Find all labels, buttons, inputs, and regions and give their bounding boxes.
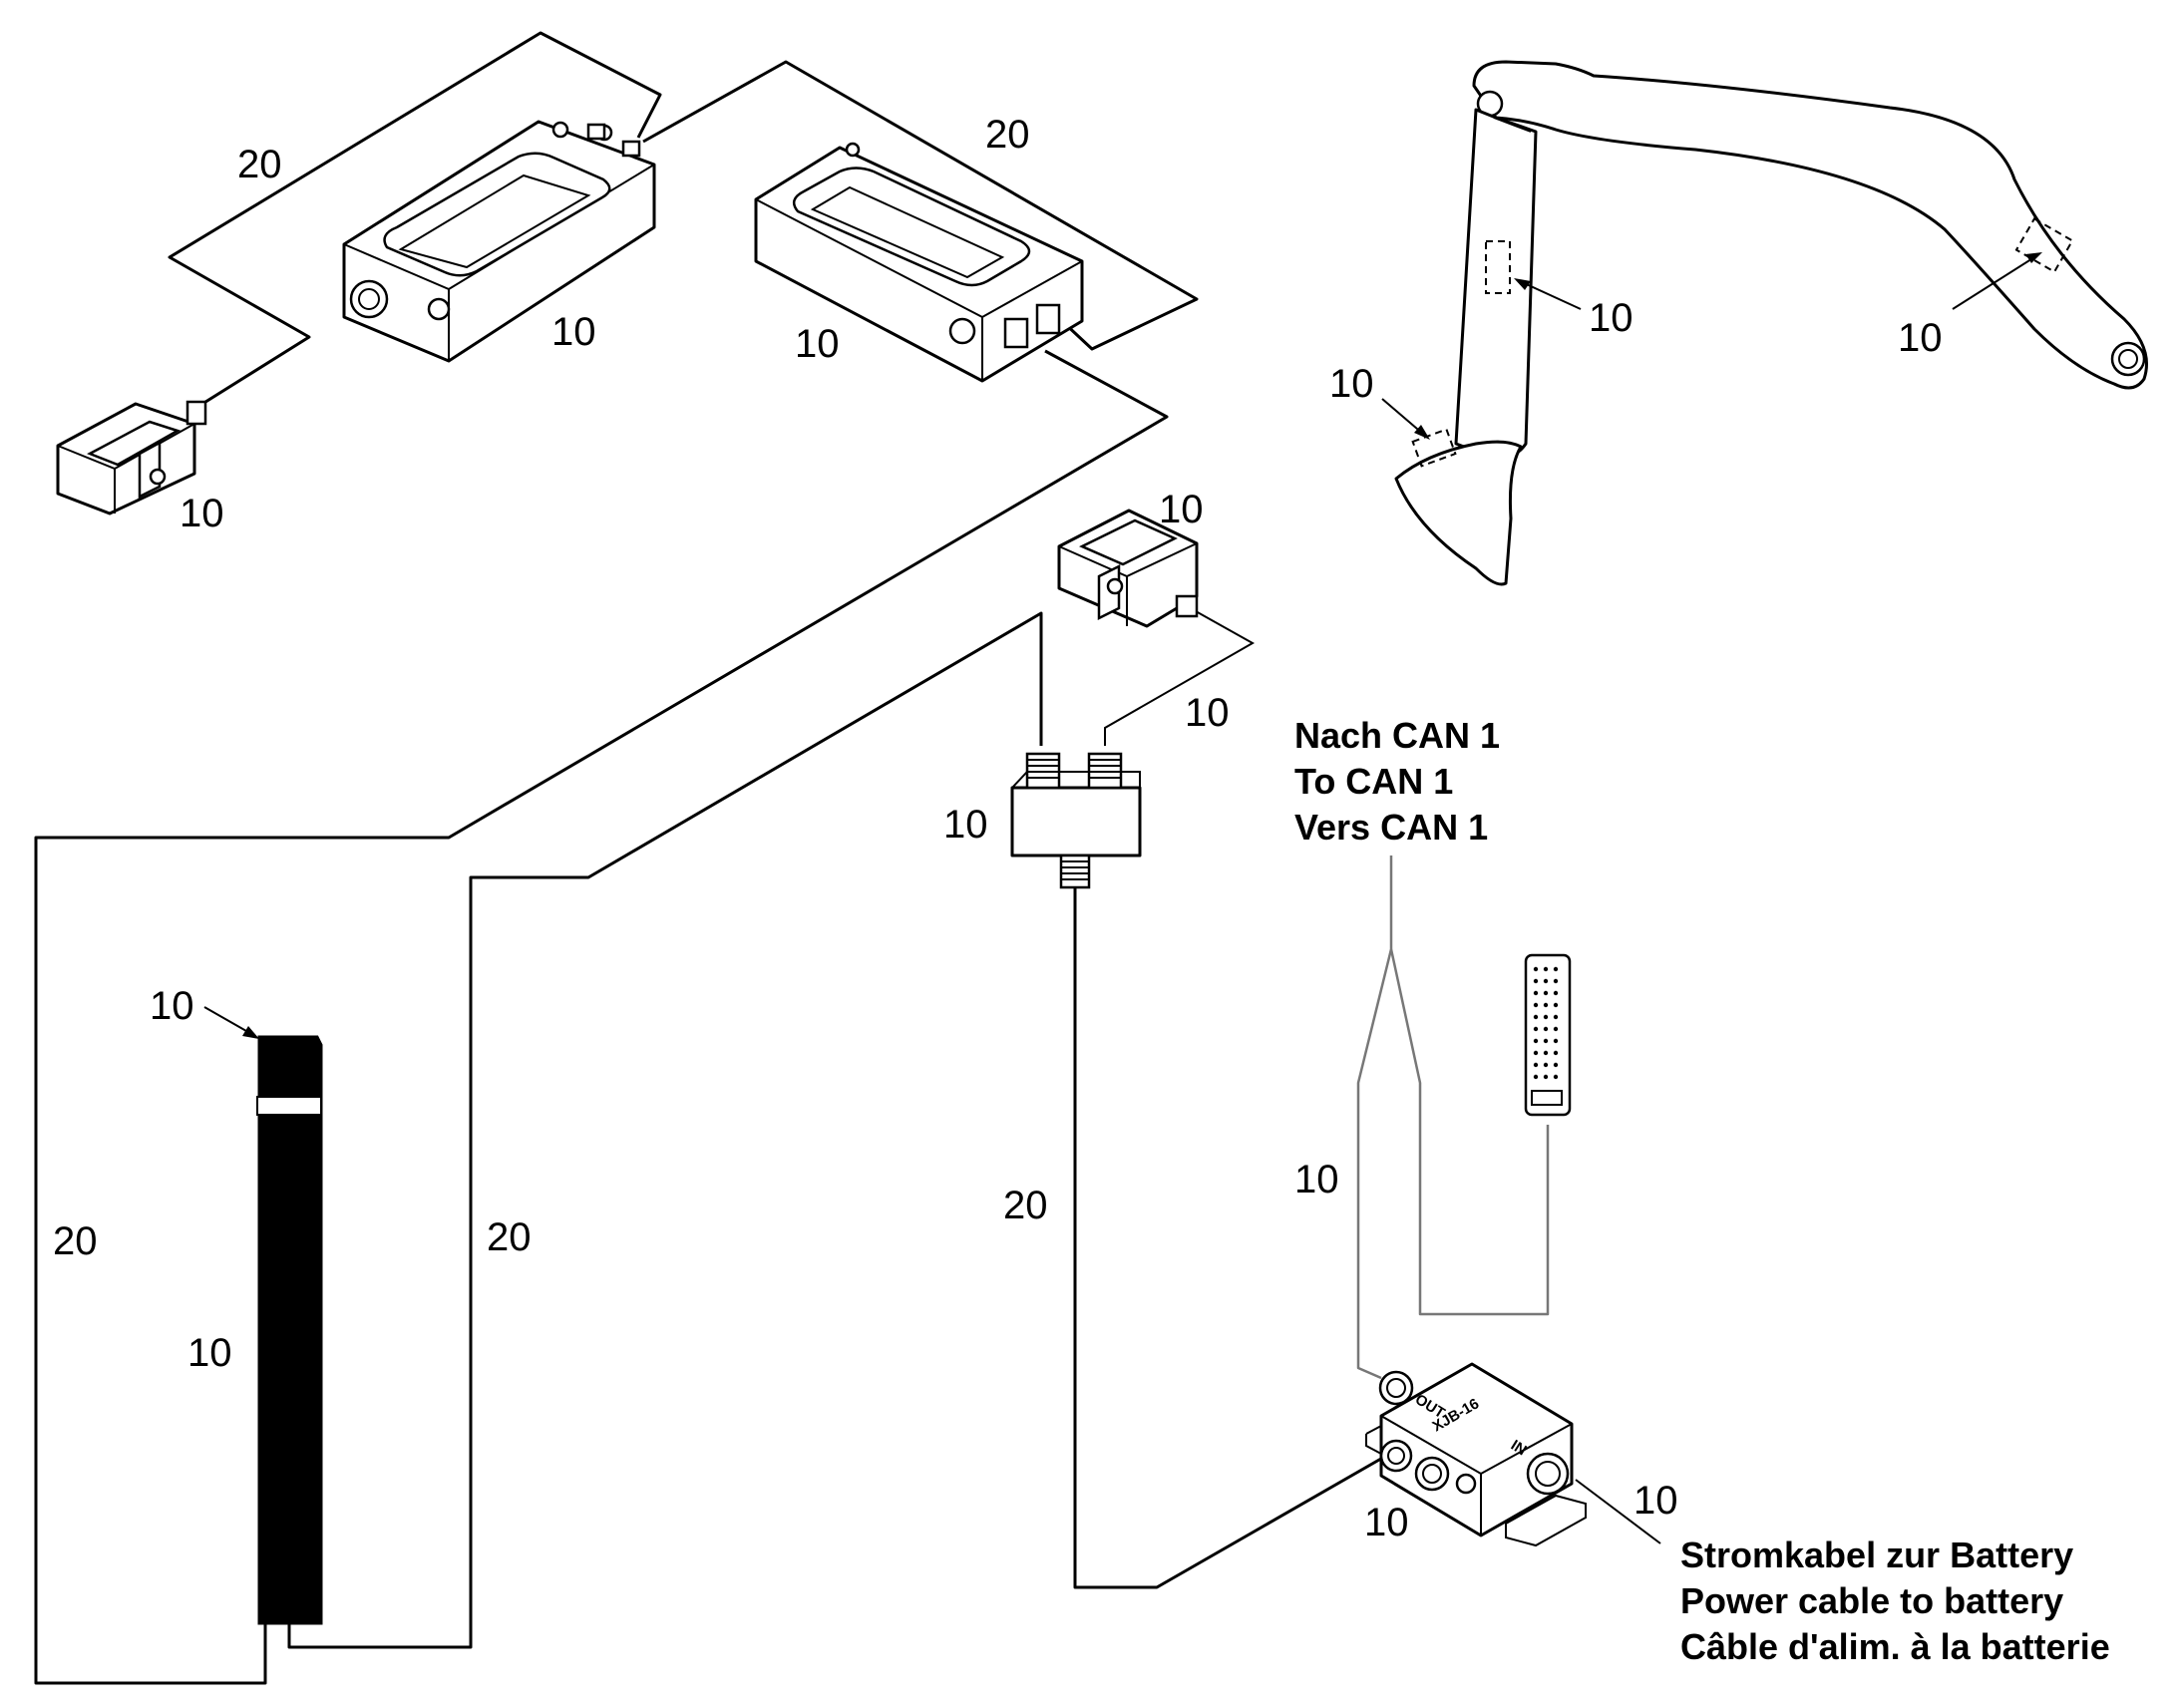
power-note-line-2: Power cable to battery <box>1680 1580 2063 1621</box>
callout-splitter: 10 <box>943 803 988 847</box>
cable-top-left <box>168 31 662 411</box>
can-cabling <box>1356 855 1572 1380</box>
callout-mid-cable: 20 <box>487 1215 532 1259</box>
cable-top-right <box>642 60 1199 351</box>
power-cable <box>1575 1479 1661 1544</box>
cable-mid <box>287 611 1043 1649</box>
can-note-line-1: Nach CAN 1 <box>1294 715 1500 756</box>
terminal-label-plate <box>1531 1090 1563 1106</box>
terminal-dots <box>1533 966 1559 1080</box>
excavator-arm <box>1394 60 2148 586</box>
callout-top-right-cable: 20 <box>985 113 1030 157</box>
callout-boom-sensor-boom: 10 <box>1898 316 1943 360</box>
can-note-line-2: To CAN 1 <box>1294 761 1453 802</box>
cable-small-sensor-right <box>1104 605 1256 746</box>
callout-left-cable: 20 <box>53 1219 98 1263</box>
callout-right-cable-link: 10 <box>1185 691 1230 735</box>
callout-numbers: 20 20 10 10 10 10 10 10 10 10 10 10 10 2… <box>53 113 1943 1544</box>
callout-junction-left: 10 <box>1364 1501 1409 1544</box>
callout-small-sensor-right: 10 <box>1159 488 1204 531</box>
can-note-line-3: Vers CAN 1 <box>1294 807 1488 848</box>
callout-sensor-mid-right: 10 <box>795 322 840 366</box>
callout-boom-sensor-bucket: 10 <box>1329 362 1374 406</box>
display-unit <box>256 1035 323 1625</box>
small-sensor-left <box>56 400 207 515</box>
cable-routing <box>34 31 1387 1685</box>
splitter <box>1010 752 1142 889</box>
power-note: Stromkabel zur Battery Power cable to ba… <box>1680 1535 2110 1667</box>
callout-sensor-mid-left: 10 <box>551 310 596 354</box>
cable-splitter-junction <box>1073 887 1387 1589</box>
small-sensor-right <box>1057 509 1199 628</box>
sensor-large-left <box>342 120 656 363</box>
sensor-marker-boom <box>2014 217 2074 273</box>
callout-junction-right: 10 <box>1634 1479 1678 1523</box>
callout-top-left-cable: 20 <box>237 143 282 186</box>
sensor-marker-stick <box>1485 240 1511 294</box>
leader-lines <box>203 252 2042 1039</box>
callout-small-sensor-left: 10 <box>180 492 224 535</box>
can-line <box>1356 855 1393 1380</box>
callout-can-cable: 10 <box>1294 1158 1339 1201</box>
callout-splitter-cable: 20 <box>1003 1184 1048 1227</box>
junction-box: OUT XJB-16 IN <box>1365 1362 1661 1547</box>
callout-display-body: 10 <box>187 1331 232 1375</box>
cable-left-long <box>34 349 1169 1685</box>
sensor-large-right <box>754 142 1084 383</box>
terminal-strip <box>1524 953 1572 1117</box>
callout-display-top: 10 <box>150 984 194 1028</box>
sensor-marker-bucket <box>1411 428 1457 468</box>
callout-boom-sensor-stick: 10 <box>1589 296 1634 340</box>
power-note-line-3: Câble d'alim. à la batterie <box>1680 1626 2110 1667</box>
power-note-line-1: Stromkabel zur Battery <box>1680 1535 2073 1575</box>
can-note: Nach CAN 1 To CAN 1 Vers CAN 1 <box>1294 715 1500 848</box>
can-line-branch <box>1389 948 1550 1316</box>
